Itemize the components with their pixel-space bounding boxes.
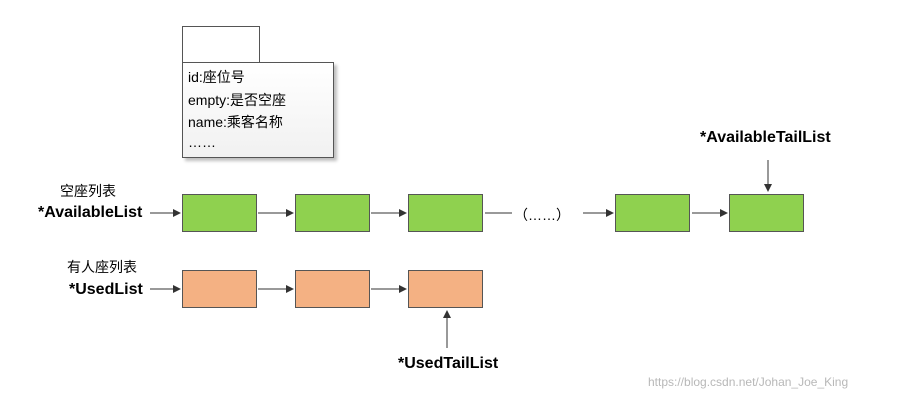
used-node-tail (408, 270, 483, 308)
watermark-text: https://blog.csdn.net/Johan_Joe_King (648, 375, 849, 389)
available-node-4 (615, 194, 690, 232)
available-ellipsis: （……） (514, 207, 570, 223)
used-tail-label: *UsedTailList (398, 355, 499, 372)
available-node-1 (182, 194, 257, 232)
available-list-title: 空座列表 (60, 183, 116, 199)
used-list-title: 有人座列表 (67, 259, 137, 275)
struct-field-empty: empty:是否空座 (188, 92, 287, 108)
available-node-3 (408, 194, 483, 232)
used-node-2 (295, 270, 370, 308)
struct-box-tab (182, 26, 260, 63)
struct-field-more: …… (188, 134, 216, 150)
struct-field-name: name:乘客名称 (188, 114, 283, 130)
available-node-tail (729, 194, 804, 232)
available-list-var: *AvailableList (38, 204, 143, 221)
struct-box (182, 62, 334, 158)
struct-field-id: id:座位号 (188, 69, 245, 85)
available-tail-label: *AvailableTailList (700, 129, 831, 146)
used-list-var: *UsedList (69, 281, 143, 298)
used-node-1 (182, 270, 257, 308)
available-node-2 (295, 194, 370, 232)
